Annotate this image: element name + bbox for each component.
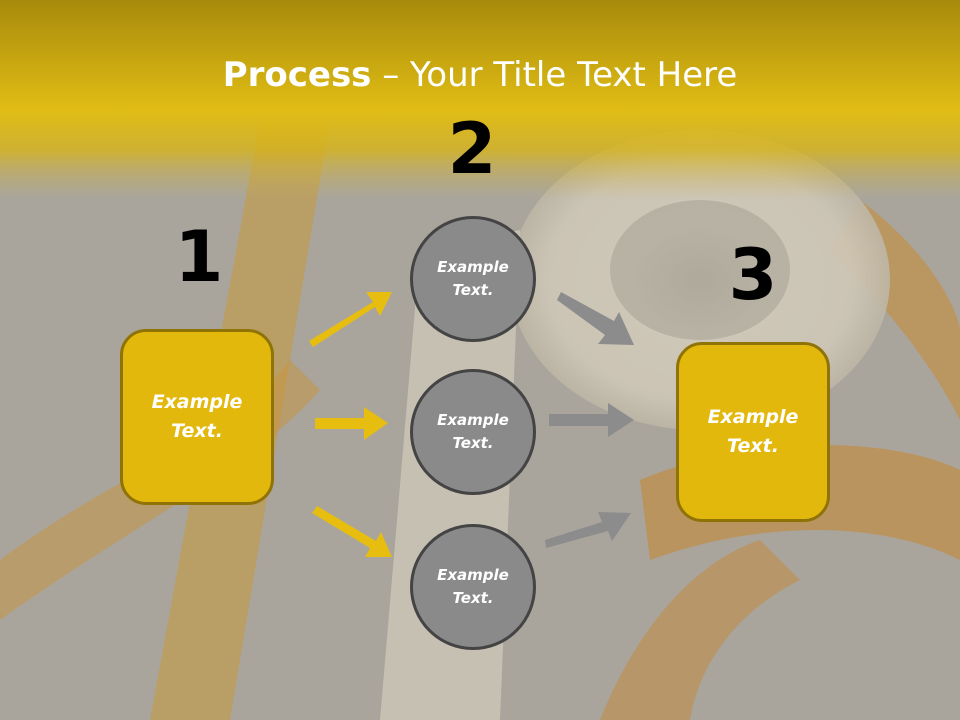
arrow-from-circle-2 [549,403,634,437]
slide-title: Process – Your Title Text Here [0,52,960,98]
arrow-to-circle-1 [309,292,392,347]
step-box-3: Example Text. [676,342,830,522]
arrow-to-circle-2 [315,407,388,440]
step-number-2: 2 [447,108,497,190]
title-rest: – Your Title Text Here [371,55,738,95]
process-circle-2-text: Example Text. [437,411,509,452]
process-circle-2: Example Text. [410,369,536,495]
process-circle-1-text: Example Text. [437,258,509,299]
arrow-from-circle-1 [557,292,634,345]
step-box-1: Example Text. [120,329,274,505]
process-circle-3: Example Text. [410,524,536,650]
step-box-1-text: Example Text. [151,391,243,442]
arrow-from-circle-3 [545,512,631,548]
step-number-1: 1 [174,216,224,298]
process-circle-1: Example Text. [410,216,536,342]
arrow-to-circle-3 [312,506,392,557]
process-circle-3-text: Example Text. [437,566,509,607]
step-box-3-text: Example Text. [707,406,799,457]
step-number-3: 3 [728,234,778,316]
title-bold: Process [222,55,372,95]
